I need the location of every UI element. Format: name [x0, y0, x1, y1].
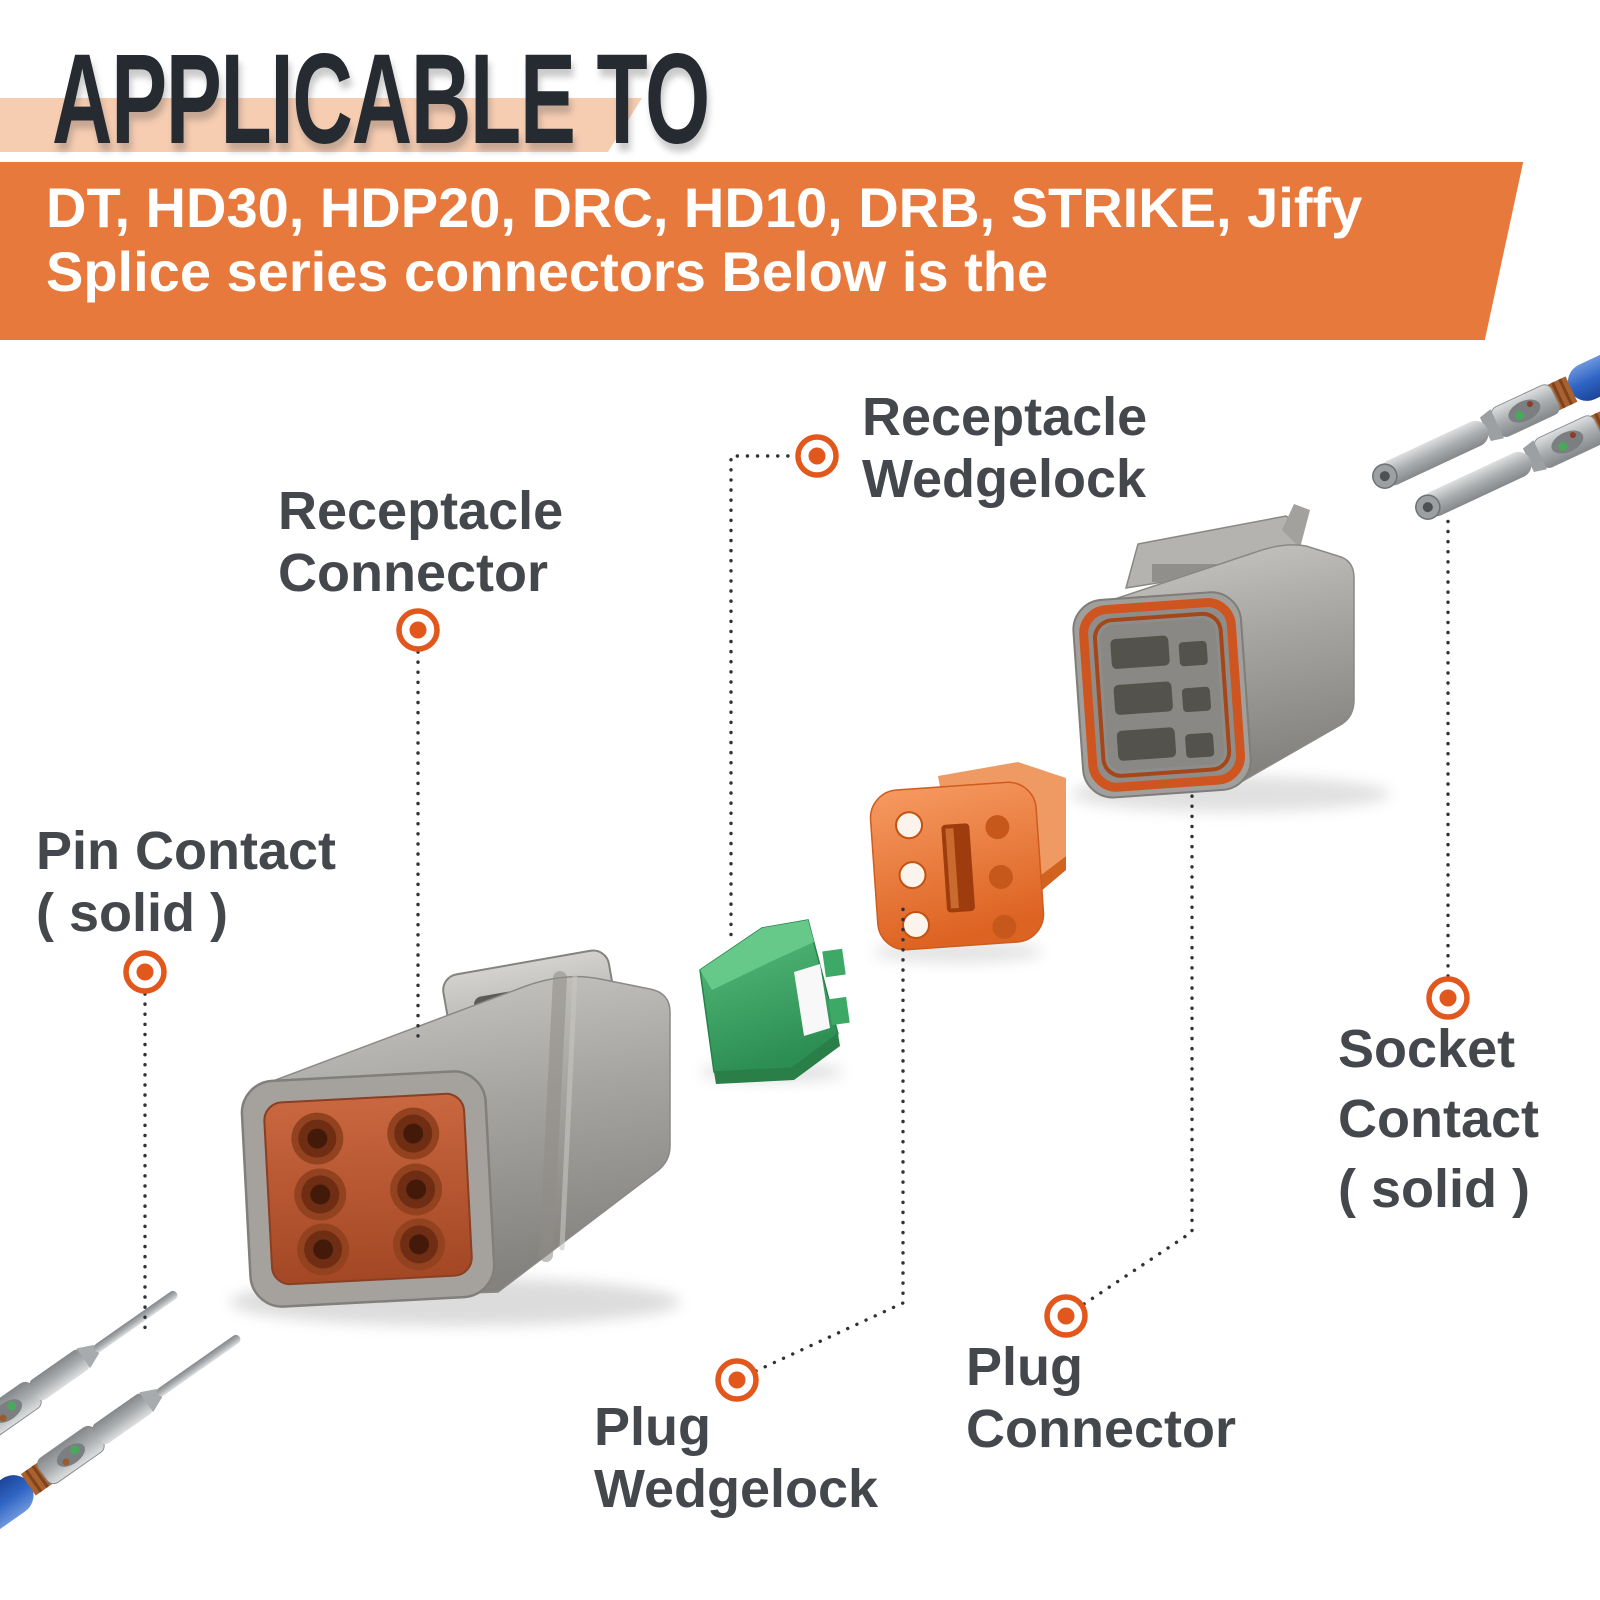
label-receptacle-wedgelock: Receptacle Wedgelock [862, 386, 1147, 510]
label-socket-contact: Socket Contact ( solid ) [1338, 1014, 1539, 1224]
receptacle-wedgelock-photo [699, 919, 850, 1084]
banner-line-2: Splice series connectors Below is the [46, 240, 1049, 303]
page-title-text: APPLICABLE TO [52, 28, 710, 171]
label-pin-contact: Pin Contact ( solid ) [36, 820, 336, 944]
label-plug-wedgelock: Plug Wedgelock [594, 1396, 878, 1520]
socket-cavities [1110, 635, 1215, 761]
receptacle-connector-photo [230, 949, 680, 1326]
label-line: Socket [1338, 1019, 1516, 1079]
label-line: Plug [966, 1337, 1083, 1397]
label-line: Connector [278, 543, 548, 603]
label-line: Receptacle [862, 387, 1148, 447]
pin-contact-photo [0, 1290, 241, 1600]
leader-plug-connector [1082, 794, 1194, 1306]
target-markers [123, 434, 1470, 1402]
label-line: ( solid ) [1338, 1159, 1530, 1219]
series-banner: DT, HD30, HDP20, DRC, HD10, DRB, STRIKE,… [0, 162, 1524, 340]
label-plug-connector: Plug Connector [966, 1336, 1236, 1460]
label-line: Contact [1338, 1089, 1539, 1149]
target-marker [396, 608, 440, 652]
plug-connector-photo [1070, 504, 1390, 812]
leader-lines [143, 454, 1450, 1373]
target-marker [123, 950, 167, 994]
page-title: APPLICABLE TO [52, 36, 1055, 164]
label-receptacle-connector: Receptacle Connector [278, 480, 563, 604]
label-line: Wedgelock [862, 449, 1147, 509]
label-line: Receptacle [278, 481, 564, 541]
target-marker [1044, 1294, 1088, 1338]
label-line: ( solid ) [36, 883, 228, 943]
plug-wedgelock-photo [869, 762, 1066, 963]
label-line: Pin Contact [36, 821, 337, 881]
title-highlight-band [0, 98, 642, 152]
banner-line-1: DT, HD30, HDP20, DRC, HD10, DRB, STRIKE,… [46, 176, 1363, 239]
label-line: Plug [594, 1397, 711, 1457]
target-marker [715, 1358, 759, 1402]
target-marker [795, 434, 839, 478]
pin-cavities [291, 1107, 446, 1276]
leader-plug-wedgelock [754, 900, 905, 1373]
socket-contact-photo [1372, 260, 1600, 520]
target-marker [1426, 976, 1470, 1020]
leader-receptacle-wedgelock [729, 454, 800, 944]
label-line: Wedgelock [594, 1459, 879, 1519]
label-line: Connector [966, 1399, 1236, 1459]
